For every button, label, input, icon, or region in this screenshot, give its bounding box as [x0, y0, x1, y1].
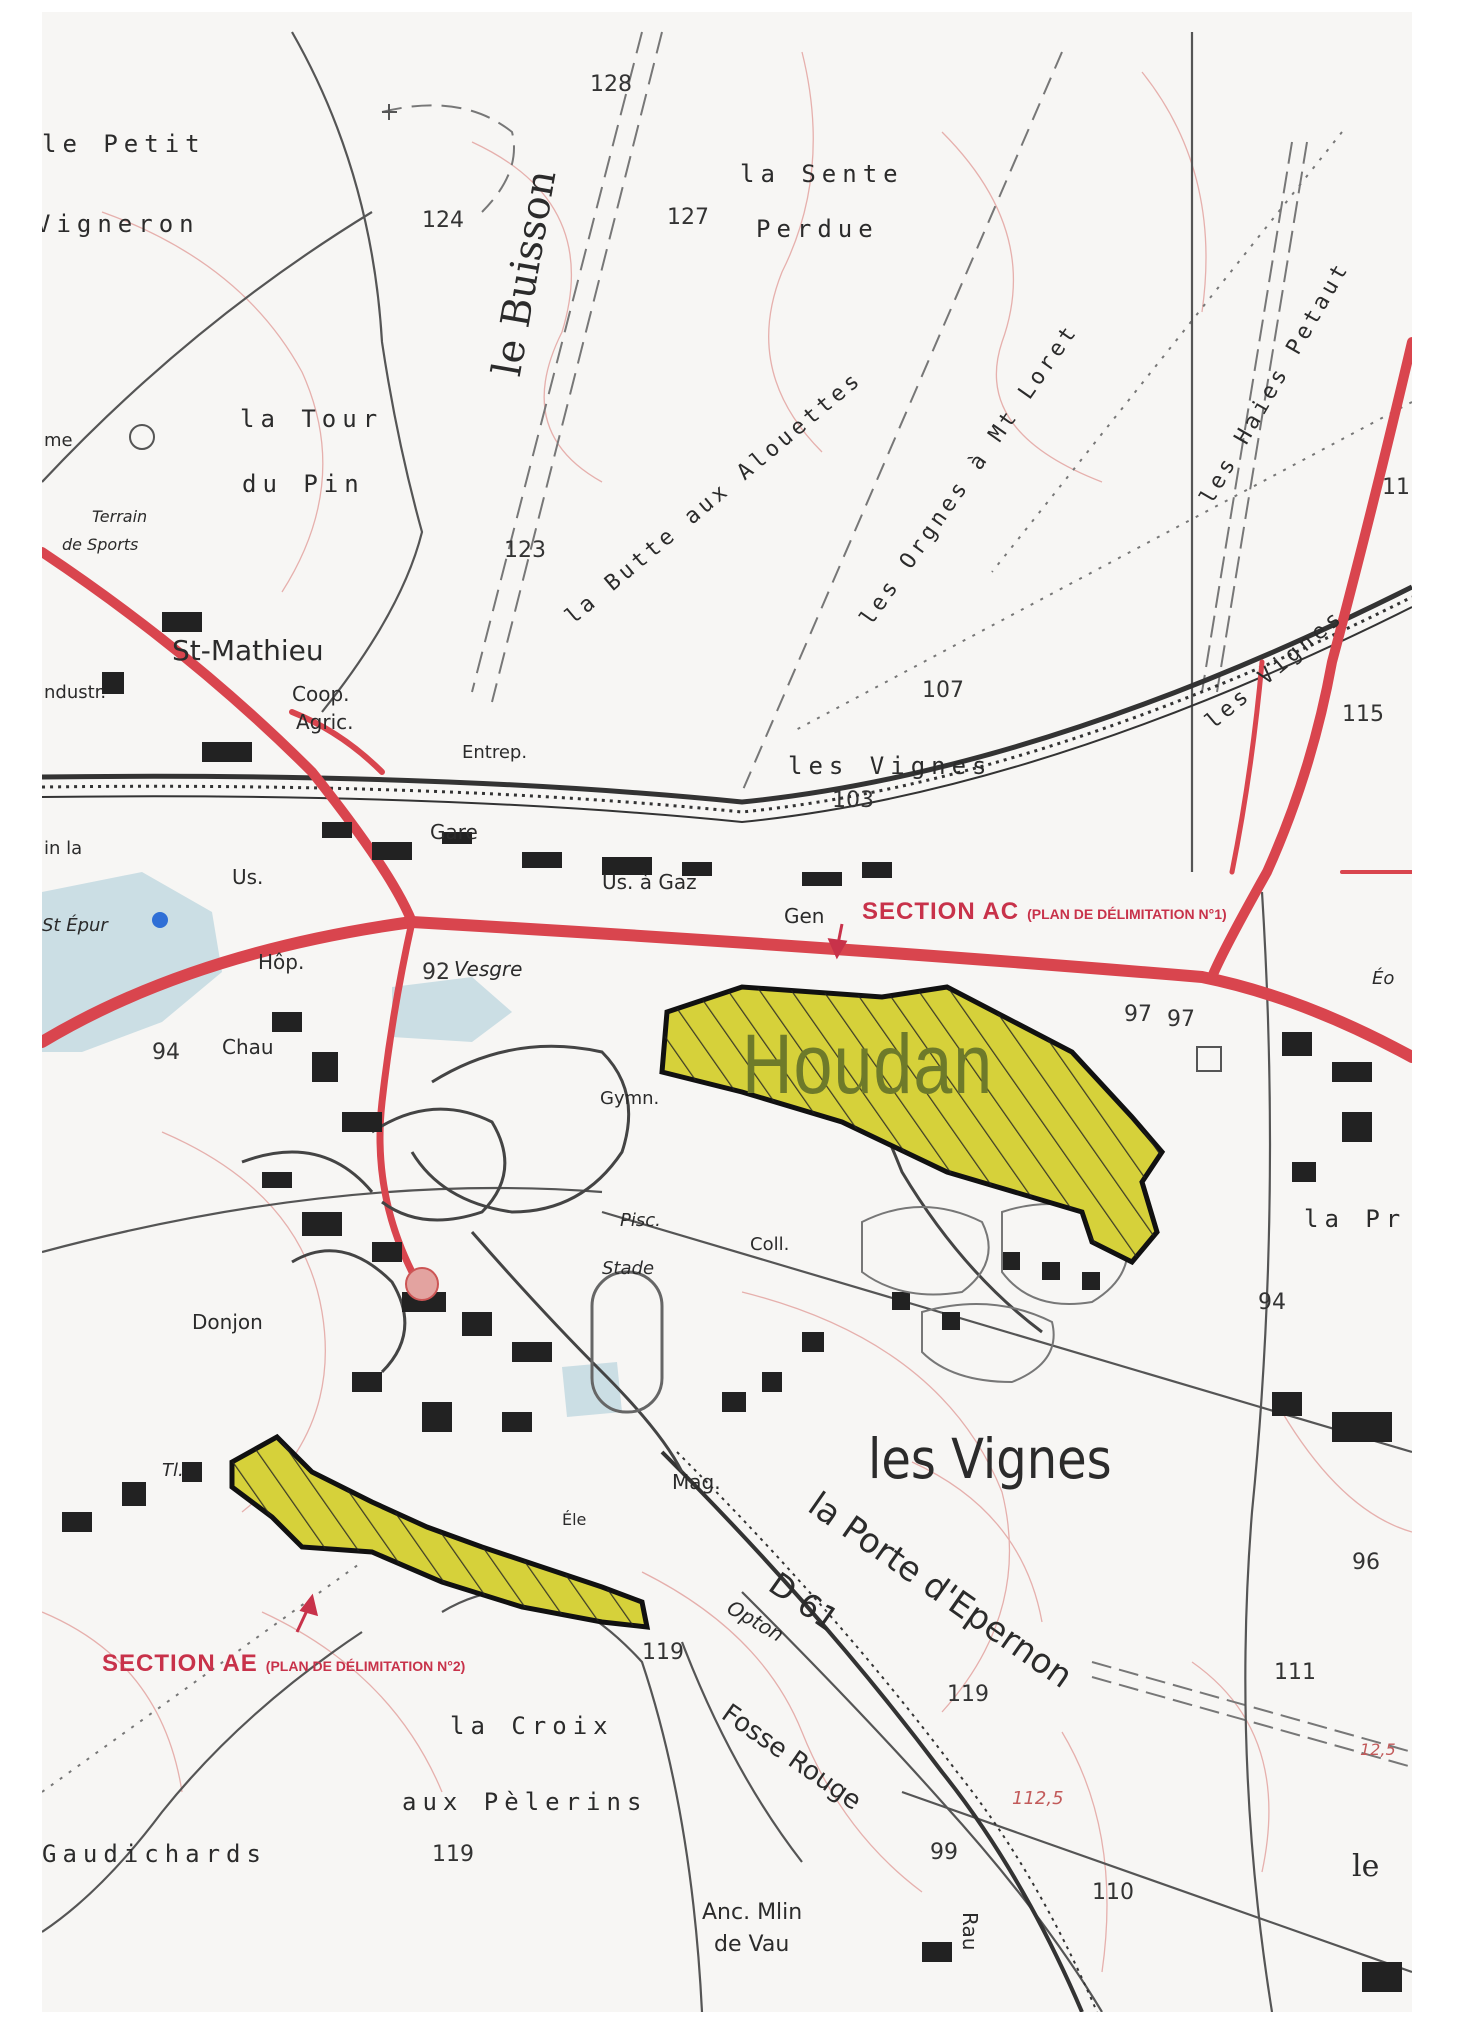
elevation-123: 123	[504, 538, 546, 563]
place-label-tl: Tl.	[162, 1460, 184, 1481]
contour-lines	[42, 51, 1412, 1973]
place-label-stade: Stade	[602, 1258, 655, 1279]
place-label-les-vignes-mid: les Vignes	[788, 752, 993, 780]
stadium-track	[590, 1270, 664, 1414]
place-label-coop: Coop.	[292, 682, 350, 706]
place-label-agric: Agric.	[296, 710, 354, 734]
place-label-eo: Éo	[1372, 968, 1395, 989]
place-label-le: le	[1352, 1849, 1380, 1884]
place-label-coll: Coll.	[750, 1234, 790, 1255]
section-ae-annotation: SECTION AE (PLAN DE DÉLIMITATION N°2)	[102, 1652, 465, 1676]
section-ac-note: (PLAN DE DÉLIMITATION N°1)	[1027, 906, 1227, 922]
elevation-103: 103	[832, 788, 874, 813]
building-blocks	[62, 612, 1402, 1992]
footpaths	[42, 31, 1412, 1793]
place-label-la-pr: la Pr	[1304, 1205, 1407, 1233]
elevation-128: 128	[590, 72, 632, 97]
place-label-donjon: Donjon	[192, 1310, 263, 1334]
place-label-st-mathieu: St-Mathieu	[172, 634, 324, 667]
elevation-99: 99	[930, 1840, 958, 1865]
section-ae-name: SECTION AE	[102, 1650, 258, 1677]
elevation-112-5: 112,5	[1012, 1788, 1064, 1809]
elevation-97-a: 97	[1124, 1002, 1152, 1027]
place-label-pisc: Pisc.	[620, 1210, 661, 1231]
place-label-du-pin: du Pin	[242, 470, 365, 498]
place-label-gen: Gen	[784, 904, 825, 928]
elevation-92: 92	[422, 960, 450, 985]
place-label-de-sports: de Sports	[62, 535, 139, 554]
place-label-gymn: Gymn.	[600, 1088, 660, 1109]
annotation-arrows	[295, 923, 848, 1633]
elevation-96: 96	[1352, 1550, 1380, 1575]
place-label-aux-pelerins: aux Pèlerins	[402, 1788, 648, 1816]
elevation-12-5: 12,5	[1360, 1740, 1396, 1759]
place-label-la-sente: la Sente	[740, 160, 904, 188]
elevation-119-west: 119	[432, 1842, 474, 1867]
elevation-119-south: 119	[947, 1682, 989, 1707]
place-label-les-vignes-big: les Vignes	[868, 1427, 1112, 1492]
elevation-11: 11	[1382, 475, 1410, 500]
place-label-le-petit: le Petit	[42, 130, 206, 158]
elevation-111: 111	[1274, 1660, 1316, 1685]
river-label-rau: Rau	[958, 1912, 982, 1951]
place-label-vesgre: Vesgre	[454, 957, 523, 981]
place-label-entrep: Entrep.	[462, 742, 528, 763]
place-label-terrain: Terrain	[92, 507, 148, 526]
place-label-anc-moulin: Anc. Mlin	[702, 1900, 803, 1925]
elevation-119-ae: 119	[642, 1640, 684, 1665]
section-ae-note: (PLAN DE DÉLIMITATION N°2)	[265, 1658, 466, 1674]
place-label-gare: Gare	[430, 820, 478, 844]
elevation-127: 127	[667, 205, 709, 230]
zone-section-ac	[659, 984, 1166, 1266]
elevation-97-b: 97	[1167, 1007, 1195, 1032]
place-label-us-gaz: Us. à Gaz	[602, 870, 697, 894]
elevation-115: 115	[1342, 702, 1384, 727]
place-label-me: me	[44, 430, 73, 451]
map-graphics	[42, 31, 1412, 2012]
topographic-map[interactable]: le Petit Vigneron la Sente Perdue le Bui…	[42, 12, 1412, 2012]
elevation-94-east: 94	[1258, 1290, 1286, 1315]
place-label-hop: Hôp.	[258, 950, 305, 974]
place-label-mag: Mag.	[672, 1470, 721, 1494]
place-label-la-croix: la Croix	[450, 1712, 614, 1740]
place-label-vigneron: Vigneron	[42, 210, 200, 238]
section-ac-annotation: SECTION AC (PLAN DE DÉLIMITATION N°1)	[862, 900, 1227, 924]
place-label-de-vau: de Vau	[714, 1932, 790, 1957]
water-areas	[42, 872, 622, 1417]
elevation-94-west: 94	[152, 1040, 180, 1065]
elevation-110: 110	[1092, 1880, 1134, 1905]
place-label-perdue: Perdue	[756, 215, 879, 243]
place-label-chau: Chau	[222, 1035, 274, 1059]
place-label-industr: ndustr.	[44, 682, 107, 703]
place-label-st-epur: St Épur	[42, 915, 108, 936]
map-symbols	[129, 104, 1222, 1301]
elevation-124: 124	[422, 208, 464, 233]
place-label-in-la: in la	[44, 838, 83, 859]
railways	[42, 584, 1412, 2012]
place-label-gaudichards: Gaudichards	[42, 1840, 267, 1868]
section-ac-name: SECTION AC	[862, 898, 1020, 925]
town-label-houdan: Houdan	[742, 1017, 994, 1111]
elevation-107: 107	[922, 678, 964, 703]
main-roads	[42, 337, 1412, 1276]
place-label-ele: Éle	[562, 1510, 587, 1529]
place-label-us-1: Us.	[232, 865, 264, 889]
place-label-la-tour: la Tour	[240, 405, 384, 433]
zone-section-ae	[229, 1433, 651, 1630]
